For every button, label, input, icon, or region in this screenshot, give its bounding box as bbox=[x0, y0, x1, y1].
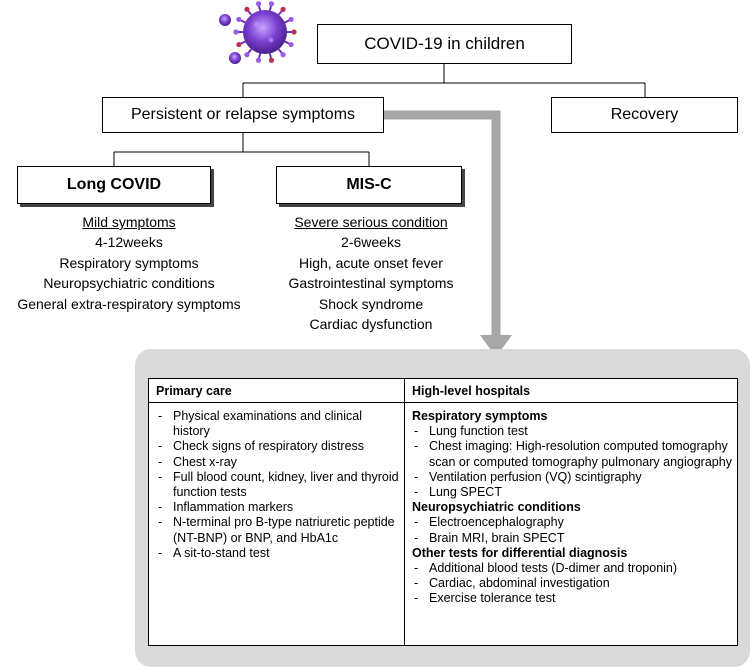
hospital-test-item: -Electroencephalography bbox=[414, 515, 564, 530]
care-table: Primary care -Physical examinations and … bbox=[148, 378, 738, 646]
coronavirus-icon bbox=[219, 1, 297, 64]
hospital-test-item: -Lung SPECT bbox=[414, 485, 502, 500]
hospital-test-item: -Exercise tolerance test bbox=[414, 591, 556, 606]
primary-care-item: -A sit-to-stand test bbox=[158, 545, 270, 560]
long-covid-box: Long COVID bbox=[17, 166, 211, 204]
long-covid-symptom: General extra-respiratory symptoms bbox=[17, 295, 241, 312]
section-title-neuropsychiatric: Neuropsychiatric conditions bbox=[412, 500, 581, 515]
hospital-test-item: -Additional blood tests (D-dimer and tro… bbox=[414, 561, 678, 576]
hospital-test-item: -Ventilation perfusion (VQ) scintigraphy bbox=[414, 469, 642, 484]
long-covid-label: Long COVID bbox=[66, 176, 162, 193]
persistent-symptoms-box: Persistent or relapse symptoms bbox=[102, 97, 384, 133]
mis-c-symptom: High, acute onset fever bbox=[299, 254, 443, 271]
long-covid-symptoms: Mild symptoms 4-12weeks Respiratory symp… bbox=[0, 212, 258, 314]
long-covid-heading: Mild symptoms bbox=[82, 214, 176, 230]
high-level-hospitals-header: High-level hospitals bbox=[405, 379, 737, 403]
title-box: COVID-19 in children bbox=[317, 24, 572, 64]
primary-care-column: Primary care -Physical examinations and … bbox=[149, 379, 405, 645]
hospital-test-item: -Cardiac, abdominal investigation bbox=[414, 576, 610, 591]
high-level-hospitals-column: High-level hospitals Respiratory symptom… bbox=[405, 379, 737, 645]
primary-care-item: -N-terminal pro B-type natriuretic pepti… bbox=[158, 515, 395, 545]
primary-care-header: Primary care bbox=[149, 379, 404, 403]
long-covid-symptom: Neuropsychiatric conditions bbox=[43, 275, 215, 292]
arrow-to-care-table bbox=[384, 110, 512, 357]
mis-c-label: MIS-C bbox=[346, 176, 392, 193]
mis-c-box: MIS-C bbox=[276, 166, 462, 204]
primary-care-item: -Full blood count, kidney, liver and thy… bbox=[158, 469, 399, 500]
mis-c-symptom: Shock syndrome bbox=[318, 295, 424, 312]
long-covid-symptom: 4-12weeks bbox=[95, 234, 163, 251]
recovery-label: Recovery bbox=[610, 106, 679, 123]
primary-care-item: -Check signs of respiratory distress bbox=[158, 439, 365, 454]
section-title-differential: Other tests for differential diagnosis bbox=[412, 545, 628, 560]
persistent-symptoms-label: Persistent or relapse symptoms bbox=[130, 106, 356, 123]
long-covid-symptom: Respiratory symptoms bbox=[59, 254, 199, 271]
mis-c-symptom: Gastrointestinal symptoms bbox=[288, 275, 454, 292]
primary-care-item: -Physical examinations and clinical hist… bbox=[158, 409, 362, 439]
primary-care-item: -Chest x-ray bbox=[158, 454, 237, 469]
mis-c-heading: Severe serious condition bbox=[294, 214, 448, 230]
diagram-title: COVID-19 in children bbox=[364, 34, 525, 53]
recovery-box: Recovery bbox=[551, 97, 738, 133]
mis-c-symptom: Cardiac dysfunction bbox=[309, 316, 433, 333]
mis-c-symptoms: Severe serious condition 2-6weeks High, … bbox=[262, 212, 480, 334]
mis-c-symptom: 2-6weeks bbox=[341, 234, 401, 251]
hospital-test-item: -Lung function test bbox=[414, 424, 528, 439]
hospital-test-item: -Chest imaging: High-resolution computed… bbox=[414, 439, 732, 469]
section-title-respiratory: Respiratory symptoms bbox=[412, 409, 548, 423]
primary-care-item: -Inflammation markers bbox=[158, 500, 294, 515]
hospital-test-item: -Brain MRI, brain SPECT bbox=[414, 530, 565, 545]
